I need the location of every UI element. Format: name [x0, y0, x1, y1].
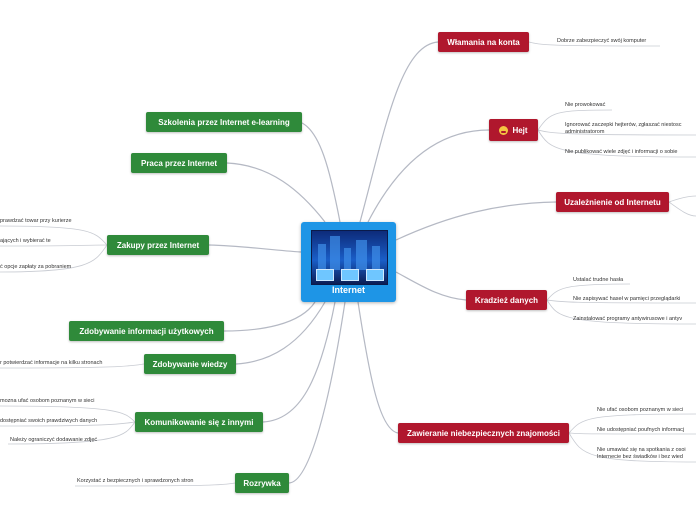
- topic-informacje-label: Zdobywanie informacji użytkowych: [79, 326, 214, 336]
- topic-znajomosci-label: Zawieranie niebezpiecznych znajomości: [407, 428, 560, 438]
- topic-szkolenia-label: Szkolenia przez Internet e-learning: [158, 117, 290, 127]
- topic-komunikowanie[interactable]: Komunikowanie się z innymi: [135, 412, 263, 432]
- leaf-line-hejt-1: [537, 109, 613, 131]
- link-znajomosci: [357, 301, 399, 434]
- leaf-znaj-3-line-1: Nie umawiać się na spotkania z osoi: [597, 447, 686, 453]
- link-rozrywka: [288, 301, 346, 484]
- leaf-znaj-3: Nie umawiać się na spotkania z osoi Inte…: [597, 447, 686, 461]
- leaf-kom-3: Należy ograniczyć dodawanie zdjęć: [10, 437, 98, 443]
- leaf-zakupy-3: ć opcje zapłaty za pobraniem: [0, 264, 72, 270]
- leaf-hejt-3: Nie publikować wiele zdjęć i informacji …: [565, 149, 678, 155]
- angry-face-icon: [499, 125, 509, 135]
- topic-szkolenia[interactable]: Szkolenia przez Internet e-learning: [146, 112, 302, 132]
- topic-uzaleznienie[interactable]: Uzależnienie od Internetu: [556, 192, 669, 212]
- leaf-line-kom-1: [0, 405, 136, 423]
- leaf-line-wlamania-1: [528, 41, 661, 47]
- link-praca: [226, 162, 326, 223]
- topic-uzaleznienie-label: Uzależnienie od Internetu: [564, 197, 661, 207]
- topic-wlamania-label: Włamania na konta: [447, 37, 520, 47]
- center-title: Internet: [331, 285, 365, 295]
- link-komunikowanie: [262, 301, 336, 423]
- link-wlamania: [359, 41, 439, 223]
- link-hejt: [367, 129, 490, 223]
- leaf-line-znaj-1: [568, 413, 696, 434]
- link-informacje: [223, 301, 316, 332]
- leaf-wiedza-1: r potwierdzać informacje na kilku strona…: [0, 360, 103, 366]
- leaf-hejt-2-line-2: administratorom: [565, 129, 605, 135]
- leaf-wlamania-1: Dobrze zabezpieczyć swój komputer: [557, 38, 647, 44]
- leaf-line-kradziez-3: [546, 299, 696, 325]
- leaf-rozrywka-1: Korzystać z bezpiecznych i sprawdzonych …: [77, 478, 194, 484]
- leaf-zakupy-1: prawdzać towar przy kurierze: [0, 218, 72, 224]
- leaf-hejt-1: Nie prowokować: [565, 102, 606, 108]
- topic-komunikowanie-label: Komunikowanie się z innymi: [144, 417, 254, 427]
- leaf-line-kom-3: [7, 421, 136, 445]
- topic-rozrywka-label: Rozrywka: [243, 478, 281, 488]
- leaf-line-znaj-3: [568, 432, 696, 463]
- leaf-kradziez-1: Ustalać trudne hasła: [573, 277, 624, 283]
- leaf-line-znaj-2: [568, 432, 696, 435]
- leaf-line-wiedza-1: [0, 363, 145, 369]
- leaf-line-zakupy-2: [0, 244, 108, 247]
- leaf-line-hejt-2: [537, 129, 696, 136]
- topic-zakupy[interactable]: Zakupy przez Internet: [107, 235, 209, 255]
- leaf-line-kom-2: [0, 421, 136, 427]
- leaf-hejt-2-line-1: Ignorować zaczepki hejterów, zgłaszać ni…: [565, 122, 682, 128]
- leaf-line-zakupy-1: [0, 225, 108, 246]
- topic-wiedza[interactable]: Zdobywanie wiedzy: [144, 354, 236, 374]
- topic-wlamania[interactable]: Włamania na konta: [438, 32, 529, 52]
- topic-hejt[interactable]: Hejt: [489, 119, 538, 141]
- leaf-kom-1: mozna ufać osobom poznanym w sieci: [0, 398, 95, 404]
- leaf-line-uzaleznienie-a: [668, 195, 696, 203]
- leaf-kom-2: dostępniać swoich prawdziwych danych: [0, 418, 98, 424]
- leaf-kradziez-3: Zainstalować programy antywirusowe i ant…: [573, 316, 683, 322]
- leaf-kradziez-2: Nie zapisywać haseł w pamięci przeglądar…: [573, 296, 681, 302]
- topic-hejt-label: Hejt: [512, 125, 528, 135]
- topic-praca[interactable]: Praca przez Internet: [131, 153, 227, 173]
- leaf-zakupy-2: ających i wybierać te: [0, 238, 51, 244]
- topic-praca-label: Praca przez Internet: [140, 158, 218, 168]
- leaf-line-rozrywka-1: [74, 482, 236, 487]
- leaf-line-zakupy-3: [0, 244, 108, 273]
- leaf-znaj-3-line-2: Internecie bez świadków i bez wied: [597, 454, 683, 460]
- topic-wiedza-label: Zdobywanie wiedzy: [152, 359, 228, 369]
- city-network-image: [311, 230, 388, 285]
- leaf-line-kradziez-2: [546, 299, 696, 304]
- topic-znajomosci[interactable]: Zawieranie niebezpiecznych znajomości: [398, 423, 569, 443]
- leaf-line-hejt-3: [537, 129, 696, 158]
- leaf-hejt-2: Ignorować zaczepki hejterów, zgłaszać ni…: [565, 122, 681, 136]
- topic-kradziez-label: Kradzież danych: [474, 295, 539, 305]
- link-wiedza: [235, 301, 326, 365]
- link-uzaleznienie: [395, 201, 557, 241]
- topic-kradziez[interactable]: Kradzież danych: [466, 290, 547, 310]
- leaf-line-uzaleznienie-b: [668, 201, 696, 217]
- leaf-znaj-2: Nie udostępniać poufnych informacj: [597, 427, 685, 433]
- link-szkolenia: [299, 121, 341, 223]
- leaf-line-kradziez-1: [546, 283, 631, 301]
- link-zakupy: [208, 244, 302, 253]
- topic-informacje[interactable]: Zdobywanie informacji użytkowych: [69, 321, 224, 341]
- leaf-znaj-1: Nie ufać osobom poznanym w sieci: [597, 407, 684, 413]
- link-kradziez: [395, 271, 467, 301]
- topic-zakupy-label: Zakupy przez Internet: [116, 240, 200, 250]
- topic-rozrywka[interactable]: Rozrywka: [235, 473, 289, 493]
- center-node-internet[interactable]: Internet: [301, 222, 396, 302]
